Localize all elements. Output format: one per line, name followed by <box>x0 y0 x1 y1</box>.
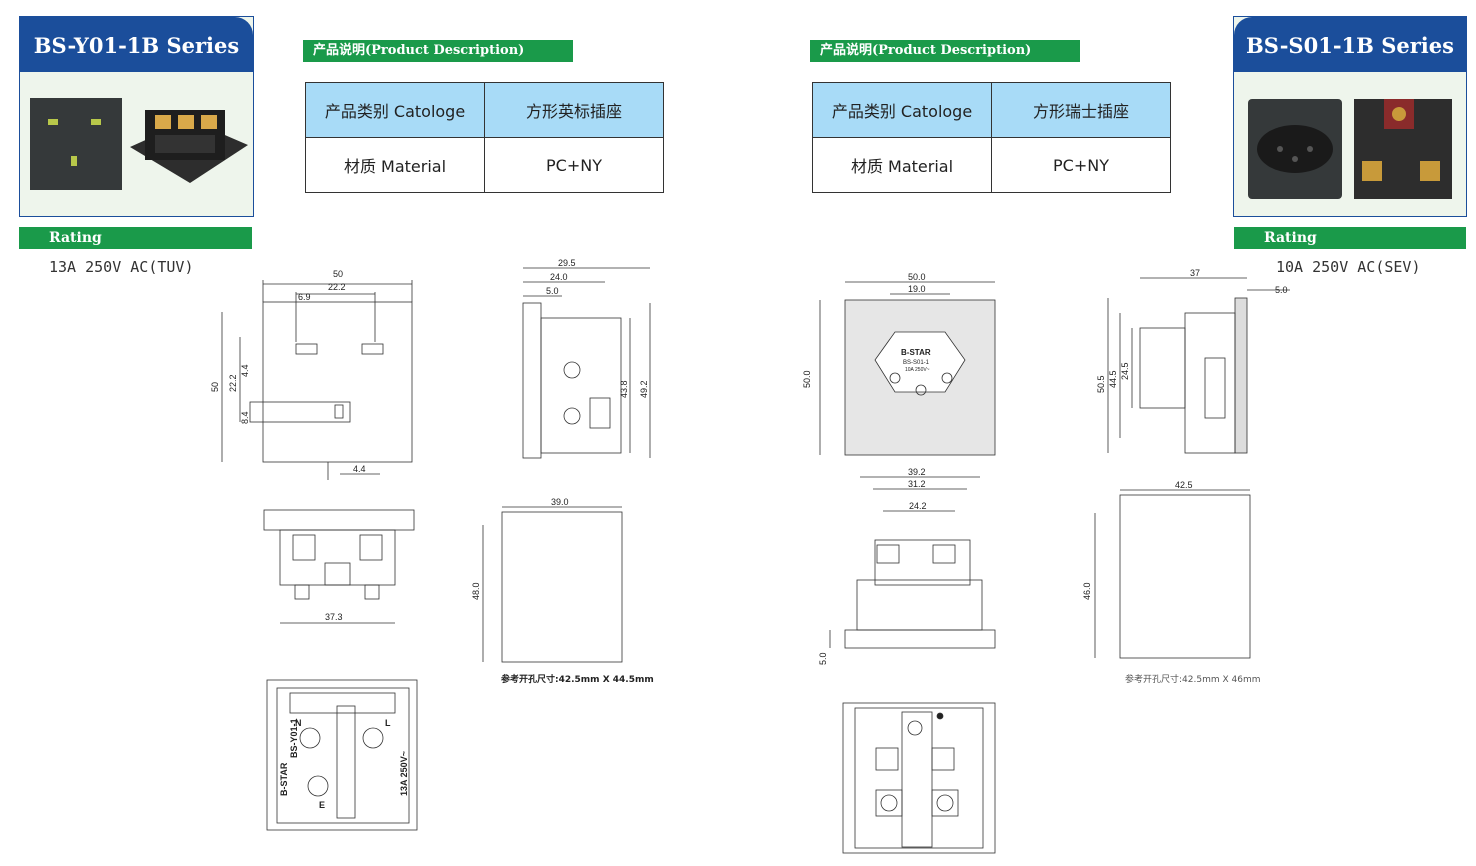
dim-right-cutout-w: 42.5 <box>1175 480 1193 490</box>
right-product-photo <box>1234 75 1466 216</box>
dim-cutout-w: 39.0 <box>551 497 569 507</box>
table-cell: PC+NY <box>991 137 1171 193</box>
dim-depth-1: 29.5 <box>558 258 576 268</box>
dim-bottom: 4.4 <box>353 464 366 474</box>
left-rating-label: Rating <box>49 230 102 246</box>
table-cell: 产品类别 Catologe <box>305 82 485 138</box>
back-label-brand: B-STAR <box>279 762 289 796</box>
dim-right-side-h3: 24.5 <box>1120 362 1130 380</box>
dim-side-h2: 49.2 <box>639 380 649 398</box>
right-cutout-drawing: 42.5 46.0 <box>1082 480 1251 659</box>
front-label-brand: B-STAR <box>901 348 931 357</box>
right-desc-header: 产品说明(Product Description) <box>810 40 1080 62</box>
table-row: 产品类别 Catologe 方形英标插座 <box>305 82 664 138</box>
table-cell: 材质 Material <box>812 137 992 193</box>
left-desc-header-text: 产品说明(Product Description) <box>313 43 525 58</box>
back-label-l: L <box>385 718 391 728</box>
dim-right-depth-2: 5.0 <box>1275 285 1288 295</box>
left-cutout-note: 参考开孔尺寸:42.5mm X 44.5mm <box>501 675 654 685</box>
table-cell: 方形英标插座 <box>484 82 664 138</box>
left-back-drawing: N L B-STAR BS-Y01-1 13A 250V~ E <box>266 679 418 831</box>
left-series-card: BS-Y01-1B Series <box>19 16 254 217</box>
dim-height-2: 22.2 <box>228 374 238 392</box>
dim-right-w: 50.0 <box>908 272 926 282</box>
dim-top-w2: 31.2 <box>908 479 926 489</box>
right-series-title: BS-S01-1B Series <box>1234 17 1466 72</box>
table-cell: 材质 Material <box>305 137 485 193</box>
dim-height-3: 4.4 <box>240 364 250 377</box>
right-desc-header-text: 产品说明(Product Description) <box>820 43 1032 58</box>
table-cell: 方形瑞士插座 <box>991 82 1171 138</box>
table-row: 材质 Material PC+NY <box>305 137 664 193</box>
right-back-drawing <box>842 702 996 854</box>
left-side-drawing: 29.5 24.0 5.0 43.8 49.2 <box>522 258 651 459</box>
dim-width-2: 22.2 <box>328 282 346 292</box>
dim-right-h: 50.0 <box>802 370 812 388</box>
dim-top-w1: 39.2 <box>908 467 926 477</box>
left-front-drawing: 50 22.2 6.9 50 22.2 4.4 8.4 4.4 <box>210 269 413 480</box>
table-cell: 产品类别 Catologe <box>812 82 992 138</box>
dim-top-h: 5.0 <box>818 652 828 665</box>
right-front-drawing: 50.0 19.0 50.0 B-STAR BS-S01-1 10A 250V~ <box>802 272 996 456</box>
table-cell: PC+NY <box>484 137 664 193</box>
left-rating-bar: Rating <box>19 227 252 249</box>
dim-side-h1: 43.8 <box>619 380 629 398</box>
back-label-n: N <box>295 718 302 728</box>
back-label-model: BS-Y01-1 <box>289 718 299 758</box>
left-desc-header: 产品说明(Product Description) <box>303 40 573 62</box>
dim-bottom-width: 37.3 <box>325 612 343 622</box>
right-cutout-note: 参考开孔尺寸:42.5mm X 46mm <box>1125 675 1261 685</box>
dim-depth-2: 24.0 <box>550 272 568 282</box>
table-row: 材质 Material PC+NY <box>812 137 1171 193</box>
dim-right-w2: 19.0 <box>908 284 926 294</box>
right-rating-label: Rating <box>1264 230 1317 246</box>
front-label-rating: 10A 250V~ <box>905 367 930 373</box>
right-side-drawing: 37 5.0 50.5 44.5 24.5 <box>1096 268 1290 454</box>
dim-right-cutout-h: 46.0 <box>1082 582 1092 600</box>
right-rating-value: 10A 250V AC(SEV) <box>1276 258 1421 276</box>
left-cutout-drawing: 39.0 48.0 <box>471 497 623 663</box>
left-desc-table: 产品类别 Catologe 方形英标插座 材质 Material PC+NY <box>305 82 664 193</box>
dim-height-4: 8.4 <box>240 411 250 424</box>
right-rating-bar: Rating <box>1234 227 1466 249</box>
left-bottom-drawing: 37.3 <box>263 509 415 624</box>
dim-height: 50 <box>210 382 220 392</box>
dim-right-side-h1: 50.5 <box>1096 375 1106 393</box>
back-label-rating: 13A 250V~ <box>399 751 409 796</box>
dim-right-depth-1: 37 <box>1190 268 1200 278</box>
right-desc-table: 产品类别 Catologe 方形瑞士插座 材质 Material PC+NY <box>812 82 1171 193</box>
left-rating-value: 13A 250V AC(TUV) <box>49 258 194 276</box>
dim-width-3: 6.9 <box>298 292 311 302</box>
front-label-model: BS-S01-1 <box>903 360 930 366</box>
right-series-card: BS-S01-1B Series <box>1233 16 1467 217</box>
back-label-earth: E <box>319 800 325 810</box>
dim-cutout-h: 48.0 <box>471 582 481 600</box>
right-top-drawing: 39.2 31.2 24.2 5.0 <box>818 467 996 665</box>
dim-top-w3: 24.2 <box>909 501 927 511</box>
left-series-title: BS-Y01-1B Series <box>20 17 253 72</box>
dim-width: 50 <box>333 269 343 279</box>
dim-depth-3: 5.0 <box>546 286 559 296</box>
table-row: 产品类别 Catologe 方形瑞士插座 <box>812 82 1171 138</box>
left-product-photo <box>20 75 253 216</box>
dim-right-side-h2: 44.5 <box>1108 370 1118 388</box>
